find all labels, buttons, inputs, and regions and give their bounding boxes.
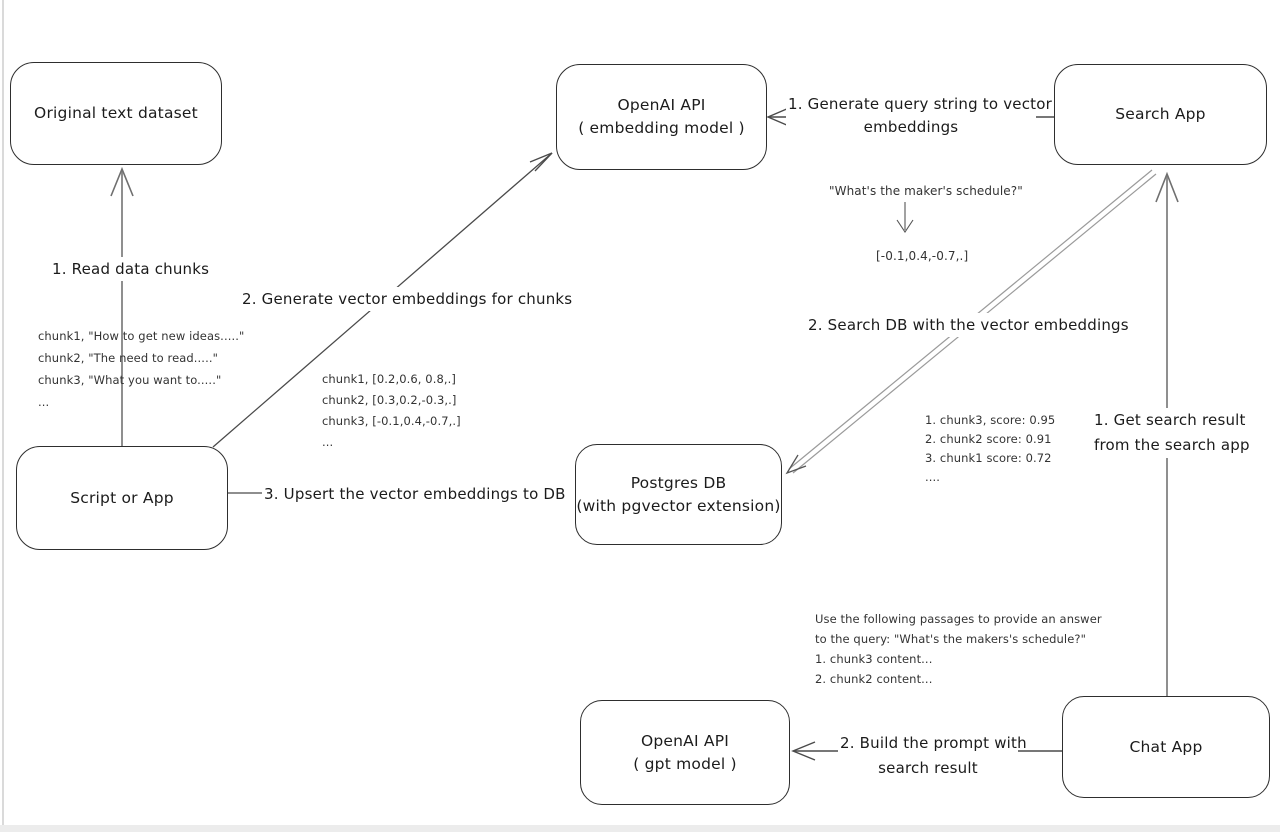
annotation-line: chunk3, "What you want to....." xyxy=(38,373,222,387)
label-generate-embeddings: 2. Generate vector embeddings for chunks xyxy=(240,287,575,311)
annotation-line: chunk1, [0.2,0.6, 0.8,.] xyxy=(322,372,456,386)
label-line1: 2. Build the prompt with xyxy=(840,734,1027,752)
label-line2: search result xyxy=(878,759,978,777)
node-label-line1: OpenAI API xyxy=(617,96,706,114)
annotation-line: 1. chunk3 content... xyxy=(815,652,933,666)
label-line2: embeddings xyxy=(863,118,959,136)
node-label-line2: ( embedding model ) xyxy=(578,119,745,137)
node-label-line2: ( gpt model ) xyxy=(633,754,737,773)
label-upsert-db: 3. Upsert the vector embeddings to DB xyxy=(262,482,568,506)
node-label-line1: Postgres DB xyxy=(630,473,727,492)
annotation-line: Use the following passages to provide an… xyxy=(815,612,1102,626)
node-label: Search App xyxy=(1115,105,1206,123)
annotation-chunk-vectors: chunk1, [0.2,0.6, 0.8,.] chunk2, [0.3,0.… xyxy=(322,369,461,453)
node-script-or-app: Script or App xyxy=(16,446,228,550)
annotation-prompt-text: Use the following passages to provide an… xyxy=(815,609,1102,689)
node-label-line1: OpenAI API xyxy=(640,731,730,750)
annotation-chunk-texts: chunk1, "How to get new ideas....." chun… xyxy=(38,325,244,413)
annotation-line: chunk2, [0.3,0.2,-0.3,.] xyxy=(322,393,457,407)
annotation-line: chunk3, [-0.1,0.4,-0.7,.] xyxy=(322,414,461,428)
label-line1: 1. Get search result xyxy=(1094,411,1246,429)
annotation-line: chunk2, "The need to read....." xyxy=(38,351,218,365)
annotation-query-vector: [-0.1,0.4,-0.7,.] xyxy=(876,249,969,263)
annotation-line: to the query: "What's the makers's sched… xyxy=(815,632,1086,646)
arrow-query-to-vector xyxy=(896,202,914,233)
label-read-data-chunks: 1. Read data chunks xyxy=(50,257,212,281)
annotation-line: ... xyxy=(322,435,334,449)
label-line2: from the search app xyxy=(1094,436,1250,454)
annotation-line: 2. chunk2 content... xyxy=(815,672,933,686)
label-line1: 1. Generate query string to vector xyxy=(788,95,1053,113)
canvas-left-edge xyxy=(2,0,4,832)
node-original-text-dataset: Original text dataset xyxy=(10,62,222,165)
annotation-line: .... xyxy=(925,470,941,484)
node-search-app: Search App xyxy=(1054,64,1267,165)
annotation-search-scores: 1. chunk3, score: 0.95 2. chunk2 score: … xyxy=(925,411,1055,487)
annotation-query-string: "What's the maker's schedule?" xyxy=(829,184,1023,198)
annotation-line: 1. chunk3, score: 0.95 xyxy=(925,413,1056,427)
annotation-line: 3. chunk1 score: 0.72 xyxy=(925,451,1052,465)
node-label: Original text dataset xyxy=(34,104,198,122)
node-label-line2: (with pgvector extension) xyxy=(576,496,781,515)
node-label: Script or App xyxy=(70,488,174,507)
canvas-bottom-edge xyxy=(0,825,1280,832)
label-generate-query: 1. Generate query string to vector embed… xyxy=(786,93,1053,139)
annotation-line: 2. chunk2 score: 0.91 xyxy=(925,432,1052,446)
node-chat-app: Chat App xyxy=(1062,696,1270,798)
label-build-prompt: 2. Build the prompt with search result xyxy=(838,731,1027,781)
annotation-line: ... xyxy=(38,395,50,409)
node-postgres-db: Postgres DB (with pgvector extension) xyxy=(575,444,782,545)
node-openai-embedding-api: OpenAI API ( embedding model ) xyxy=(556,64,767,170)
annotation-line: chunk1, "How to get new ideas....." xyxy=(38,329,245,343)
label-search-db: 2. Search DB with the vector embeddings xyxy=(806,313,1131,337)
label-get-search-result: 1. Get search result from the search app xyxy=(1092,408,1252,458)
arrow-read-data-chunks xyxy=(110,166,134,446)
node-openai-gpt-api: OpenAI API ( gpt model ) xyxy=(580,700,790,805)
node-label: Chat App xyxy=(1129,737,1203,756)
